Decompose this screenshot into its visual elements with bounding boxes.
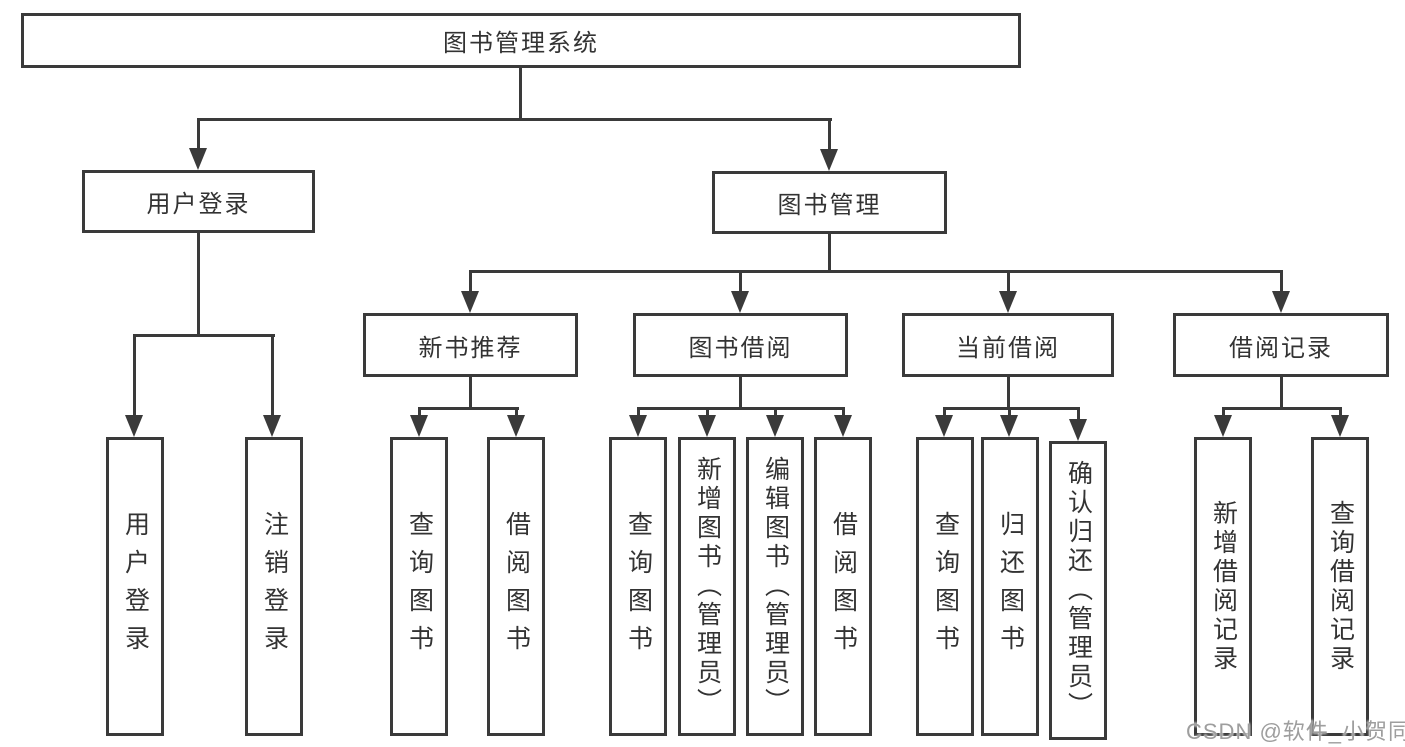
arrow-down-icon (1272, 291, 1290, 313)
connector-line-h (418, 407, 519, 410)
connector-line-v (515, 407, 518, 417)
leaf-query-books-current: 查询图书 (916, 437, 974, 736)
arrow-down-icon (189, 148, 207, 170)
leaf-borrow-books: 借阅图书 (814, 437, 872, 736)
leaf-query-books-recommend: 查询图书 (390, 437, 448, 736)
connector-line-h (469, 270, 1283, 273)
arrow-down-icon (1331, 415, 1349, 437)
connector-line-v (1280, 270, 1283, 295)
connector-line-v (828, 118, 831, 151)
node-borrow-records: 借阅记录 (1173, 313, 1389, 377)
leaf-add-borrow-record-label: 新增借阅记录 (1209, 499, 1238, 674)
node-borrow-records-label: 借阅记录 (1229, 334, 1333, 362)
node-library-system-label: 图书管理系统 (443, 30, 599, 57)
leaf-borrow-books-recommend-label: 借阅图书 (502, 510, 531, 663)
connector-line-v (1007, 377, 1010, 408)
arrow-down-icon (263, 415, 281, 437)
connector-line-v (739, 377, 742, 408)
connector-line-v (1008, 407, 1011, 417)
connector-line-h (1222, 407, 1342, 410)
leaf-query-books-current-label: 查询图书 (931, 510, 960, 663)
arrow-down-icon (1000, 415, 1018, 437)
leaf-add-book-admin: 新增图书（管理员） (678, 437, 736, 736)
node-book-management-label: 图书管理 (777, 192, 882, 219)
connector-line-v (774, 407, 777, 417)
arrow-down-icon (935, 415, 953, 437)
connector-line-v (197, 118, 200, 150)
connector-line-v (133, 334, 136, 419)
arrow-down-icon (834, 415, 852, 437)
connector-line-v (1280, 377, 1283, 408)
arrow-down-icon (698, 415, 716, 437)
connector-line-v (739, 270, 742, 295)
leaf-confirm-return-admin-label: 确认归还（管理员） (1064, 460, 1093, 721)
leaf-add-borrow-record: 新增借阅记录 (1194, 437, 1252, 736)
connector-line-v (1222, 407, 1225, 417)
connector-line-h (133, 334, 275, 337)
node-new-book-recommend: 新书推荐 (363, 313, 578, 377)
node-book-borrow-label: 图书借阅 (688, 334, 793, 362)
leaf-user-login-label: 用户登录 (121, 510, 150, 663)
connector-line-v (637, 407, 640, 417)
leaf-query-borrow-record: 查询借阅记录 (1311, 437, 1369, 736)
leaf-borrow-books-label: 借阅图书 (829, 510, 858, 663)
connector-line-v (842, 407, 845, 417)
leaf-return-book: 归还图书 (981, 437, 1039, 736)
leaf-query-books-borrow: 查询图书 (609, 437, 667, 736)
connector-line-v (469, 377, 472, 408)
connector-line-v (197, 233, 200, 335)
leaf-logout-label: 注销登录 (260, 510, 289, 663)
connector-line-v (519, 68, 522, 118)
arrow-down-icon (1214, 415, 1232, 437)
leaf-borrow-books-recommend: 借阅图书 (487, 437, 545, 736)
node-current-borrow-label: 当前借阅 (956, 334, 1060, 362)
node-user-login-label: 用户登录 (146, 191, 251, 218)
leaf-query-books-borrow-label: 查询图书 (624, 510, 653, 663)
arrow-down-icon (507, 415, 525, 437)
arrow-down-icon (731, 291, 749, 313)
watermark-text: CSDN @软件_小贺同学 (1186, 719, 1405, 744)
connector-line-v (943, 407, 946, 417)
leaf-edit-book-admin: 编辑图书（管理员） (746, 437, 804, 736)
leaf-confirm-return-admin: 确认归还（管理员） (1049, 441, 1107, 740)
node-new-book-recommend-label: 新书推荐 (418, 334, 523, 362)
node-user-login: 用户登录 (82, 170, 315, 233)
arrow-down-icon (766, 415, 784, 437)
node-library-system: 图书管理系统 (21, 13, 1021, 68)
leaf-return-book-label: 归还图书 (996, 510, 1025, 663)
leaf-edit-book-admin-label: 编辑图书（管理员） (761, 456, 790, 717)
leaf-query-borrow-record-label: 查询借阅记录 (1326, 499, 1355, 674)
arrow-down-icon (1069, 419, 1087, 441)
connector-line-v (271, 334, 274, 419)
connector-line-v (828, 234, 831, 271)
leaf-logout: 注销登录 (245, 437, 303, 736)
arrow-down-icon (125, 415, 143, 437)
arrow-down-icon (629, 415, 647, 437)
arrow-down-icon (820, 149, 838, 171)
leaf-user-login: 用户登录 (106, 437, 164, 736)
connector-line-h (197, 118, 832, 121)
connector-line-v (1077, 407, 1080, 421)
leaf-add-book-admin-label: 新增图书（管理员） (693, 456, 722, 717)
node-current-borrow: 当前借阅 (902, 313, 1114, 377)
leaf-query-books-recommend-label: 查询图书 (405, 510, 434, 663)
connector-line-v (1339, 407, 1342, 417)
arrow-down-icon (461, 291, 479, 313)
connector-line-h (637, 407, 845, 410)
arrow-down-icon (999, 291, 1017, 313)
connector-line-v (469, 270, 472, 295)
connector-line-v (1007, 270, 1010, 295)
arrow-down-icon (410, 415, 428, 437)
connector-line-v (418, 407, 421, 417)
node-book-management: 图书管理 (712, 171, 947, 234)
connector-line-v (706, 407, 709, 417)
connector-line-h (943, 407, 1080, 410)
node-book-borrow: 图书借阅 (633, 313, 848, 377)
